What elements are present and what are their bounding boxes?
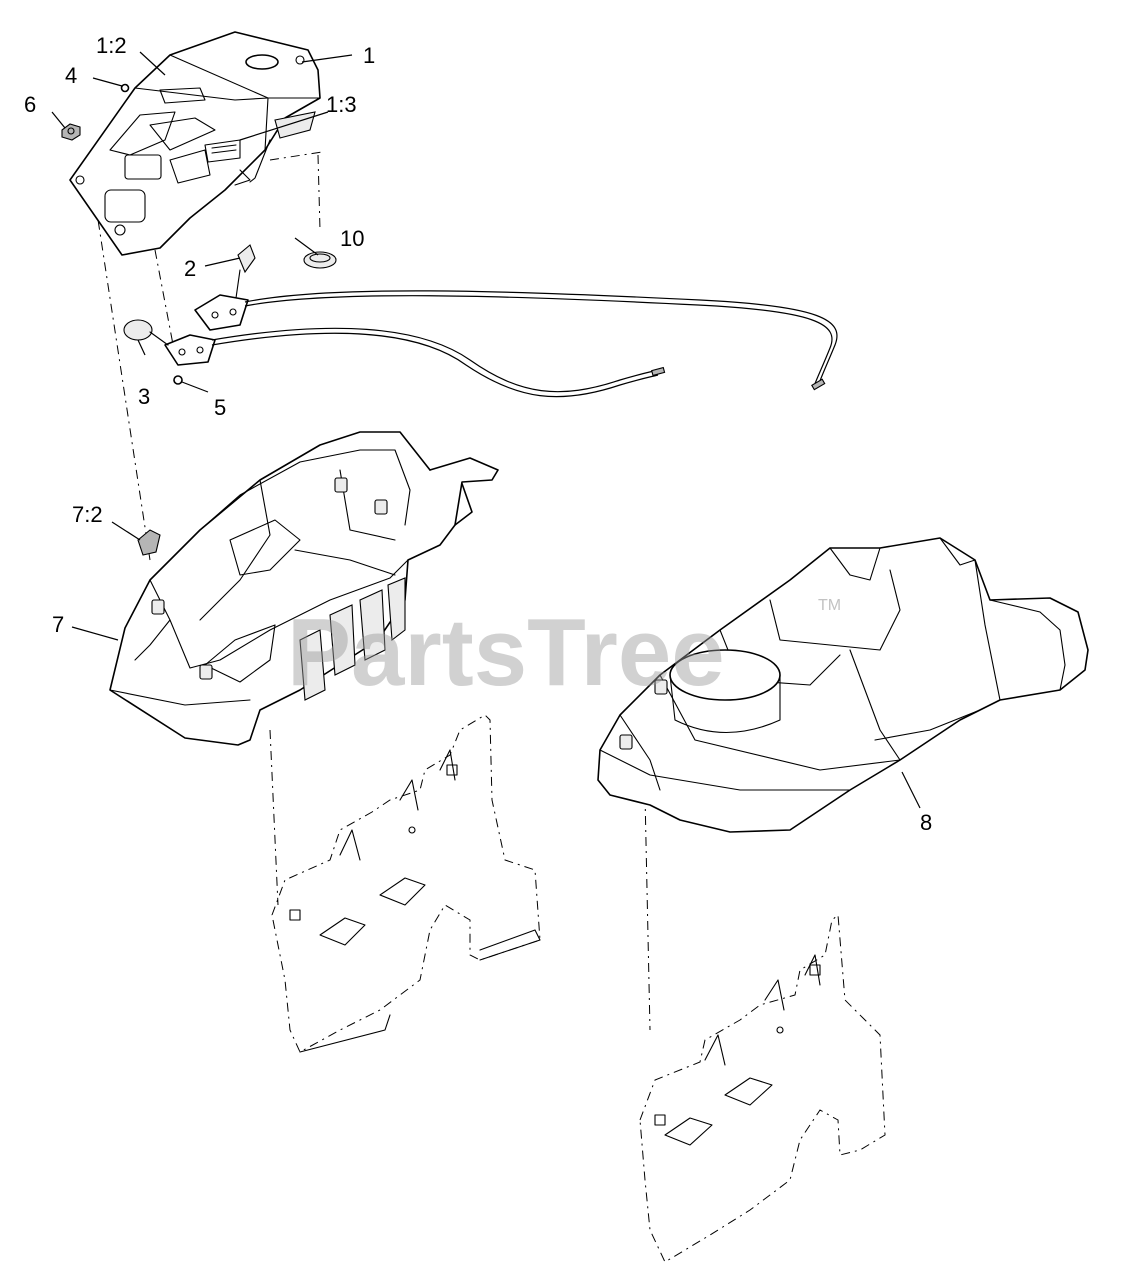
callout-4: 4 bbox=[65, 63, 77, 88]
console-housing-part-7 bbox=[109, 431, 499, 746]
callout-1: 1 bbox=[363, 43, 375, 68]
lever-cables bbox=[211, 290, 838, 398]
clip-nut-part-7-2 bbox=[137, 529, 161, 556]
pin-part-4 bbox=[120, 83, 130, 93]
callout-6: 6 bbox=[24, 92, 36, 117]
assembly-lines bbox=[94, 151, 651, 1031]
heat-shield-left bbox=[271, 714, 541, 1053]
heat-shield-right bbox=[639, 913, 886, 1263]
callout-1-2: 1:2 bbox=[96, 33, 127, 58]
watermark-trademark: TM bbox=[818, 597, 841, 614]
nut-part-5 bbox=[173, 375, 183, 385]
callouts: 1 1:2 1:3 2 3 4 5 6 7 7:2 8 10 bbox=[24, 33, 932, 835]
control-panel-plate bbox=[69, 31, 321, 256]
callout-7-2: 7:2 bbox=[72, 502, 103, 527]
callout-5: 5 bbox=[214, 395, 226, 420]
callout-8: 8 bbox=[920, 810, 932, 835]
leader-lines bbox=[51, 51, 921, 809]
nut-part-6 bbox=[61, 123, 81, 141]
choke-lever-part-3 bbox=[123, 319, 216, 366]
callout-10: 10 bbox=[340, 226, 364, 251]
callout-2: 2 bbox=[184, 256, 196, 281]
callout-3: 3 bbox=[138, 384, 150, 409]
grommet-part-10 bbox=[303, 251, 337, 269]
callout-7: 7 bbox=[52, 612, 64, 637]
throttle-lever-part-2 bbox=[194, 244, 256, 331]
watermark: PartsTree TM bbox=[287, 597, 841, 706]
console-housing-part-8 bbox=[597, 537, 1089, 833]
callout-1-3: 1:3 bbox=[326, 92, 357, 117]
watermark-text: PartsTree bbox=[287, 599, 725, 706]
